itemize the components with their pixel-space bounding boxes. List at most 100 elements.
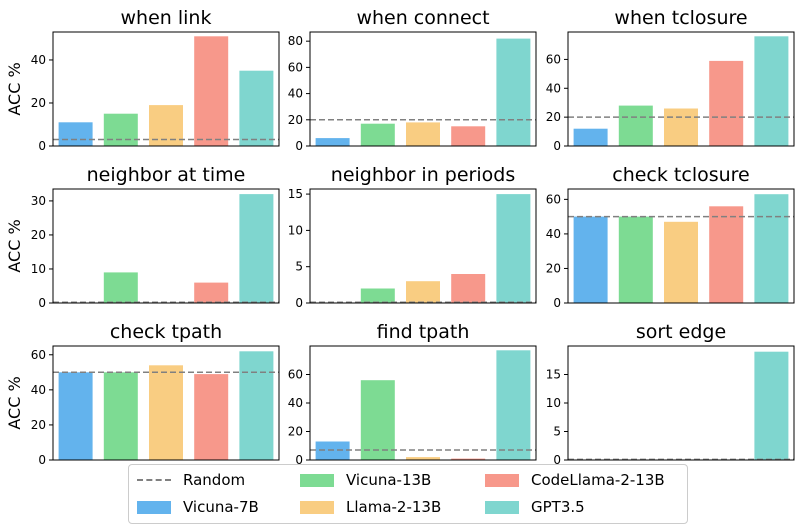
panel-5-ytick-label: 5 — [295, 260, 303, 274]
panel-6-ytick-label: 40 — [546, 227, 561, 241]
legend-swatch-vicuna-7b — [137, 500, 171, 514]
panel-1-bar-vicuna-7b — [58, 122, 93, 146]
panel-2-ytick-label: 40 — [288, 87, 303, 101]
panel-4-ytick-label: 20 — [31, 228, 46, 242]
panel-2-frame — [309, 31, 537, 147]
panel-4-ylabel: ACC % — [5, 219, 24, 272]
panel-9-title: sort edge — [636, 321, 726, 343]
panel-5-title: neighbor in periods — [331, 164, 515, 186]
panel-8-bar-llama-2-13b — [406, 457, 440, 460]
panel-9-ytick-label: 10 — [546, 396, 561, 410]
panel-2-bar-codellama-2-13b — [451, 126, 486, 146]
panel-9-ytick-label: 15 — [546, 368, 561, 382]
panel-1-bar-vicuna-13b — [103, 113, 138, 146]
panel-3-bar-gpt3-5 — [754, 36, 789, 146]
panel-1-ytick-label: 40 — [31, 53, 46, 67]
legend-swatch-vicuna-13b — [300, 473, 334, 487]
panel-2-bar-vicuna-7b — [315, 138, 350, 146]
panel-2-bar-gpt3-5 — [496, 38, 531, 146]
panel-7-bar-llama-2-13b — [149, 365, 183, 460]
panel-6-bar-codellama-2-13b — [709, 206, 744, 303]
panel-8-bar-vicuna-13b — [360, 380, 395, 460]
panel-5-ytick-label: 0 — [295, 296, 303, 310]
panel-6-ytick-label: 20 — [546, 261, 561, 275]
panel-2-bar-vicuna-13b — [360, 123, 395, 146]
panel-3-bar-codellama-2-13b — [709, 60, 744, 146]
legend-swatch-random — [137, 479, 171, 481]
panel-4-frame — [52, 188, 280, 304]
panel-3-title: when tclosure — [614, 7, 747, 29]
panel-3-ytick-label: 0 — [553, 139, 561, 153]
legend-item-vicuna-7b: Vicuna-7B — [137, 498, 259, 516]
panel-7-ylabel: ACC % — [5, 376, 24, 429]
panel-3-bar-vicuna-7b — [573, 128, 608, 146]
panel-7-ytick-label: 0 — [38, 453, 46, 467]
panel-4-ytick-label: 30 — [31, 194, 46, 208]
legend-item-gpt3-5: GPT3.5 — [485, 498, 585, 516]
panel-5-bar-llama-2-13b — [406, 281, 440, 303]
panel-4-ytick-label: 0 — [38, 296, 46, 310]
panel-8-ytick-label: 60 — [288, 368, 303, 382]
panel-6-bar-llama-2-13b — [664, 221, 698, 303]
legend-label-random: Random — [183, 471, 246, 489]
panel-3-ytick-label: 40 — [546, 81, 561, 95]
panel-5-bar-vicuna-13b — [360, 288, 395, 303]
panel-7-title: check tpath — [110, 321, 222, 343]
legend-label-codellama-2-13b: CodeLlama-2-13B — [531, 471, 665, 489]
legend-swatch-codellama-2-13b — [485, 473, 519, 487]
panel-7-frame — [52, 345, 280, 461]
panel-7-bar-gpt3-5 — [239, 351, 274, 460]
panel-3-ytick-label: 60 — [546, 52, 561, 66]
panel-6-ytick-label: 60 — [546, 192, 561, 206]
legend-item-vicuna-13b: Vicuna-13B — [300, 471, 431, 489]
legend-swatch-llama-2-13b — [300, 500, 334, 514]
panel-8-ytick-label: 20 — [288, 425, 303, 439]
legend-swatch-gpt3-5 — [485, 500, 519, 514]
legend: Random Vicuna-7B Vicuna-13B Llama-2-13B … — [128, 464, 688, 524]
panel-7-ytick-label: 40 — [31, 383, 46, 397]
panel-5-ytick-label: 15 — [288, 187, 303, 201]
legend-item-random: Random — [137, 471, 245, 489]
panel-7-ytick-label: 60 — [31, 348, 46, 362]
panel-7-bar-vicuna-7b — [58, 372, 93, 460]
panel-7-bar-vicuna-13b — [103, 372, 138, 460]
panel-5-frame — [309, 188, 537, 304]
panel-9-ytick-label: 0 — [553, 453, 561, 467]
panel-5-bar-codellama-2-13b — [451, 274, 486, 303]
legend-label-gpt3-5: GPT3.5 — [531, 498, 585, 516]
panel-2-title: when connect — [356, 7, 489, 29]
panel-3-frame — [567, 31, 795, 147]
panel-8-ytick-label: 40 — [288, 396, 303, 410]
panel-1-title: when link — [121, 7, 212, 29]
panel-8-ytick-label: 0 — [295, 453, 303, 467]
panel-6-title: check tclosure — [612, 164, 750, 186]
panel-9-bar-gpt3-5 — [754, 351, 789, 460]
panel-2-ytick-label: 60 — [288, 60, 303, 74]
panel-4-bar-codellama-2-13b — [194, 282, 229, 303]
panel-3-bar-vicuna-13b — [618, 105, 653, 146]
panel-6-bar-vicuna-7b — [573, 216, 608, 303]
panel-5-bar-gpt3-5 — [496, 194, 531, 303]
panel-6-bar-vicuna-13b — [618, 216, 653, 303]
panel-1-bar-codellama-2-13b — [194, 36, 229, 146]
panel-9-ytick-label: 5 — [553, 425, 561, 439]
panel-2-bar-llama-2-13b — [406, 122, 440, 146]
panel-1-ytick-label: 20 — [31, 96, 46, 110]
panel-2-ytick-label: 20 — [288, 113, 303, 127]
legend-label-llama-2-13b: Llama-2-13B — [346, 498, 442, 516]
legend-label-vicuna-7b: Vicuna-7B — [183, 498, 259, 516]
panel-7-ytick-label: 20 — [31, 418, 46, 432]
panel-6-frame — [567, 188, 795, 304]
panel-6-ytick-label: 0 — [553, 296, 561, 310]
legend-item-codellama-2-13b: CodeLlama-2-13B — [485, 471, 665, 489]
panel-4-ytick-label: 10 — [31, 262, 46, 276]
panel-1-frame — [52, 31, 280, 147]
panel-1-ylabel: ACC % — [5, 62, 24, 115]
panel-1-ytick-label: 0 — [38, 139, 46, 153]
panel-4-bar-vicuna-13b — [103, 272, 138, 303]
panel-1-bar-gpt3-5 — [239, 70, 274, 146]
panel-4-bar-gpt3-5 — [239, 194, 274, 303]
legend-item-llama-2-13b: Llama-2-13B — [300, 498, 441, 516]
panel-2-ytick-label: 80 — [288, 34, 303, 48]
